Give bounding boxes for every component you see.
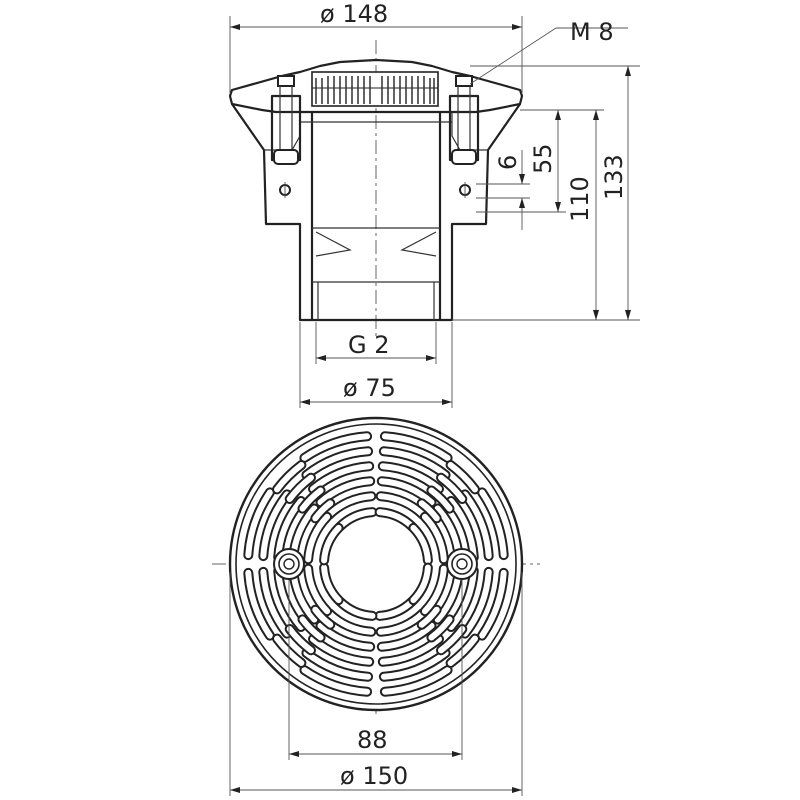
grate-slot: [303, 448, 372, 478]
grate-slot: [410, 524, 431, 564]
dim-150-label: ø 150: [340, 762, 408, 790]
grate-slot: [410, 564, 431, 604]
inner-cone: [315, 231, 437, 257]
grate-slot: [379, 636, 442, 665]
grate-cap-profile: [228, 58, 524, 114]
dim-6: 6: [476, 150, 530, 230]
grate-slot: [381, 433, 451, 461]
grate-slot: [421, 513, 447, 563]
dim-148: ø 148: [229, 0, 523, 94]
grate-slot: [421, 565, 447, 615]
grate-slot: [274, 635, 305, 666]
grate-slot: [310, 636, 373, 665]
grate-slot: [312, 500, 334, 522]
dim-6-label: 6: [494, 155, 522, 170]
dim-55: 55: [476, 109, 566, 213]
grate-slot: [301, 433, 371, 461]
grate-slot: [418, 500, 440, 522]
dim-75-label: ø 75: [343, 374, 396, 402]
dim-88: 88: [288, 580, 463, 760]
grate-slot: [448, 498, 477, 561]
grate-slot: [462, 491, 492, 560]
top-view: 88 ø 150: [212, 416, 540, 796]
grate-slot: [418, 606, 440, 628]
grate-slot: [325, 609, 375, 635]
left-bolt-hole: [273, 548, 305, 580]
grate-slot: [447, 462, 478, 493]
grate-slot: [312, 606, 334, 628]
grate-slot: [321, 524, 342, 564]
grate-slot: [245, 489, 273, 559]
grate-slot: [303, 650, 372, 680]
grate-slot: [378, 478, 435, 506]
grate-slot: [317, 478, 374, 506]
grate-slot: [299, 616, 324, 641]
left-bolt: [270, 75, 302, 198]
grate-slot: [317, 622, 374, 650]
grate-slot: [479, 569, 507, 639]
grate-inner-ring: [235, 423, 517, 705]
grate-slot: [325, 493, 375, 519]
cap-grating: [311, 71, 439, 107]
dim-88-label: 88: [357, 726, 388, 754]
dim-55-label: 55: [529, 143, 557, 174]
grate-slot: [299, 487, 324, 512]
dim-g2: G 2: [315, 322, 437, 364]
dim-75: ø 75: [299, 322, 453, 408]
grate-slot: [462, 568, 492, 637]
dim-m8: M 8: [469, 18, 628, 85]
body-flange: [231, 103, 521, 322]
dim-110: 110: [520, 109, 604, 320]
grate-slot: [286, 474, 314, 502]
dim-148-label: ø 148: [320, 0, 388, 28]
grate-slot: [448, 567, 477, 630]
grate-slot: [438, 474, 466, 502]
dim-m8-label: M 8: [570, 18, 614, 46]
grate-slot: [377, 493, 427, 519]
grate-slot: [428, 616, 453, 641]
dim-150: ø 150: [229, 572, 523, 796]
grate-slot: [380, 448, 449, 478]
grate-slot: [377, 609, 427, 635]
grate-slot: [301, 667, 371, 695]
grate-slot: [305, 565, 331, 615]
grate-slot: [305, 513, 331, 563]
right-bolt-hole: [446, 548, 478, 580]
dim-g2-label: G 2: [348, 331, 390, 359]
grate-slot: [379, 463, 442, 492]
grate-slot: [245, 569, 273, 639]
grate-slot: [381, 667, 451, 695]
grate-slot: [378, 622, 435, 650]
grate-slot: [274, 462, 305, 493]
grate-slot: [260, 491, 290, 560]
grate-slot: [321, 564, 342, 604]
grate-slot: [310, 463, 373, 492]
grate-slot: [380, 650, 449, 680]
grate-slot: [260, 568, 290, 637]
grate-slot: [286, 626, 314, 654]
grate-slot: [447, 635, 478, 666]
grate-slot: [428, 487, 453, 512]
grate-slot: [479, 489, 507, 559]
inner-tube-lines: [300, 121, 452, 320]
right-bolt: [448, 75, 480, 198]
dim-133-label: 133: [600, 154, 628, 200]
body-inner-left: [264, 112, 301, 151]
dim-133: 133: [452, 65, 640, 321]
dim-110-label: 110: [566, 176, 594, 222]
inner-tube: [310, 112, 442, 320]
side-view: ø 148 M 8 133 110 55: [228, 0, 640, 408]
